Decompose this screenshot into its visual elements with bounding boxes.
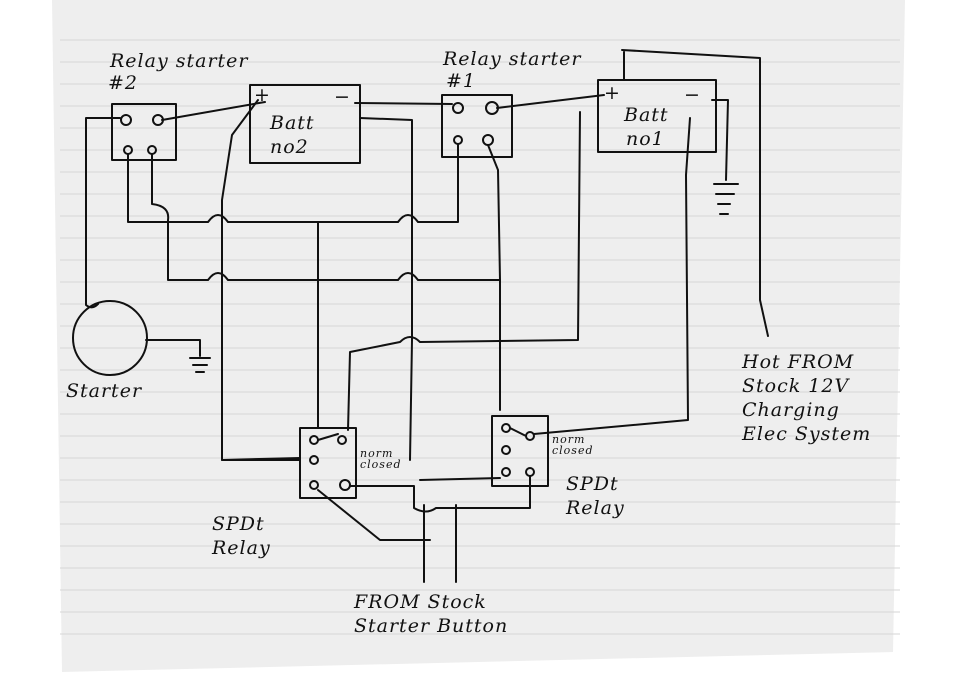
ground-symbol: [189, 357, 211, 373]
spdt-right-terminal: [501, 467, 511, 477]
relay1-title: Relay starter: [443, 48, 582, 70]
battery-no1: [597, 79, 717, 153]
spdt-left-contact: [317, 433, 339, 441]
spdt-right-terminal: [501, 445, 511, 455]
from-stock-button-label: FROM Stock Starter Button: [354, 591, 509, 637]
wires: [85, 49, 769, 583]
battery-no2: [249, 84, 361, 164]
spdt-left-terminal: [309, 480, 319, 490]
spdt-right-norm-closed: norm closed: [552, 433, 594, 457]
relay-starter-2: [111, 103, 177, 161]
batt1-plus: +: [604, 82, 621, 104]
batt2-plus: +: [254, 84, 271, 106]
spdt-right-contact: [509, 427, 527, 437]
relay2-number: #2: [108, 72, 139, 94]
starter-label: Starter: [66, 380, 143, 402]
relay2-terminal: [120, 114, 132, 126]
batt1-label-line2: no1: [626, 128, 665, 150]
starter-motor: [72, 300, 148, 376]
spdt-left-norm-closed: norm closed: [360, 447, 402, 471]
batt2-label-line1: Batt: [270, 112, 315, 134]
batt1-label-line1: Batt: [624, 104, 669, 126]
relay1-terminal: [452, 102, 464, 114]
hot-from-label: Hot FROM Stock 12V Charging Elec System: [742, 351, 872, 445]
ground-symbol: [713, 183, 739, 215]
spdt-right-label: SPDt Relay: [566, 473, 625, 519]
spdt-relay-right: [491, 415, 549, 487]
relay-starter-1: [441, 94, 513, 158]
batt2-minus: −: [334, 86, 351, 108]
spdt-left-terminal: [309, 455, 319, 465]
relay2-title: Relay starter: [110, 50, 249, 72]
batt2-label-line2: no2: [270, 136, 309, 158]
notebook-paper: [52, 0, 905, 672]
spdt-left-terminal: [337, 435, 347, 445]
relay1-number: #1: [446, 70, 477, 92]
batt1-minus: −: [684, 84, 701, 106]
spdt-left-label: SPDt Relay: [212, 513, 271, 559]
